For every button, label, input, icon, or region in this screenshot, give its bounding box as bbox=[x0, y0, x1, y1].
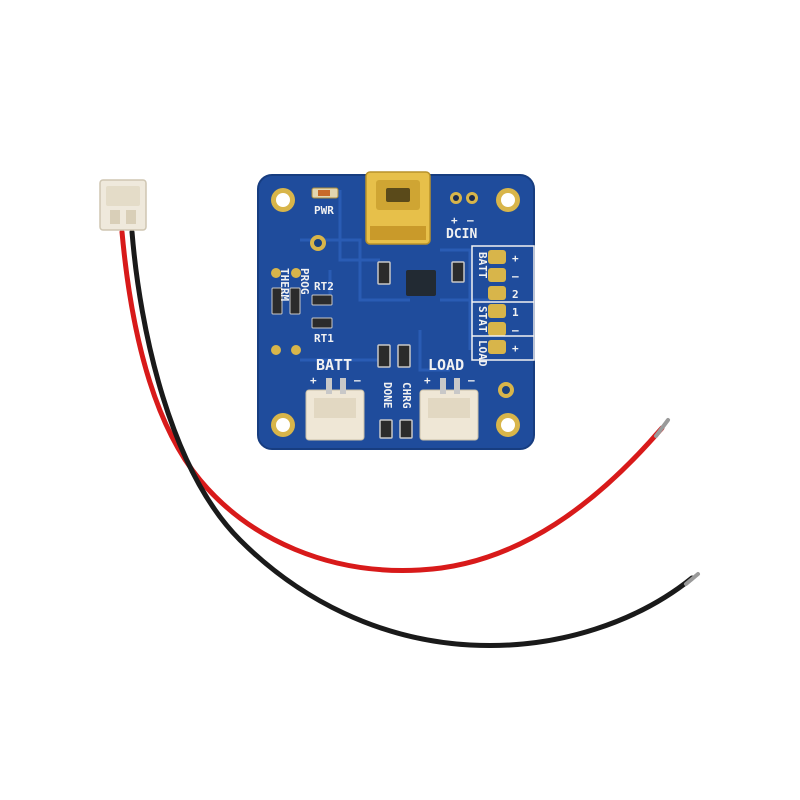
label-pwr: PWR bbox=[314, 204, 334, 217]
label-header-stat: STAT bbox=[476, 306, 489, 333]
label-batt-plus: + bbox=[310, 374, 317, 387]
label-rt2: RT2 bbox=[314, 280, 334, 293]
pwr-led bbox=[311, 187, 339, 199]
label-rt1: RT1 bbox=[314, 332, 334, 345]
jst-plug bbox=[99, 179, 147, 231]
usb-mini-connector bbox=[365, 171, 431, 245]
black-wire bbox=[129, 229, 695, 649]
label-prog: PROG bbox=[298, 268, 311, 295]
charger-ic bbox=[406, 270, 436, 296]
label-load-connector: LOAD bbox=[428, 356, 464, 374]
pcb-board: PWR DCIN + – THERM PROG RT2 RT1 BATT LOA… bbox=[257, 171, 535, 450]
label-dc-plus: + bbox=[451, 214, 458, 227]
red-wire-tip bbox=[654, 418, 670, 438]
label-batt-connector: BATT bbox=[316, 356, 352, 374]
jst-load-connector bbox=[419, 378, 479, 441]
label-header-batt: BATT bbox=[476, 252, 489, 279]
rt-resistors bbox=[271, 287, 333, 329]
jst-batt-connector bbox=[305, 378, 365, 441]
smd-components bbox=[377, 261, 465, 439]
dcin-pads bbox=[450, 192, 478, 204]
black-wire-tip bbox=[684, 572, 700, 586]
therm-prog-pads bbox=[271, 268, 301, 355]
label-load-plus: + bbox=[424, 374, 431, 387]
label-pin-2: 2 bbox=[512, 288, 519, 301]
label-pin-minus-1: – bbox=[512, 270, 519, 283]
label-dc-minus: – bbox=[467, 214, 474, 227]
jst-cable bbox=[99, 179, 700, 649]
label-pin-plus-1: + bbox=[512, 252, 519, 265]
label-done: DONE bbox=[381, 382, 394, 409]
label-dcin: DCIN bbox=[446, 227, 477, 242]
label-load-minus: – bbox=[468, 374, 475, 387]
label-therm: THERM bbox=[278, 268, 291, 301]
label-batt-minus: – bbox=[354, 374, 361, 387]
red-wire bbox=[119, 229, 665, 573]
label-pin-minus-2: – bbox=[512, 324, 519, 337]
label-pin-plus-2: + bbox=[512, 342, 519, 355]
mounting-holes bbox=[271, 188, 520, 437]
label-pin-1: 1 bbox=[512, 306, 519, 319]
header-pads bbox=[471, 245, 535, 361]
label-header-load: LOAD bbox=[476, 340, 489, 367]
label-chrg: CHRG bbox=[400, 382, 413, 409]
